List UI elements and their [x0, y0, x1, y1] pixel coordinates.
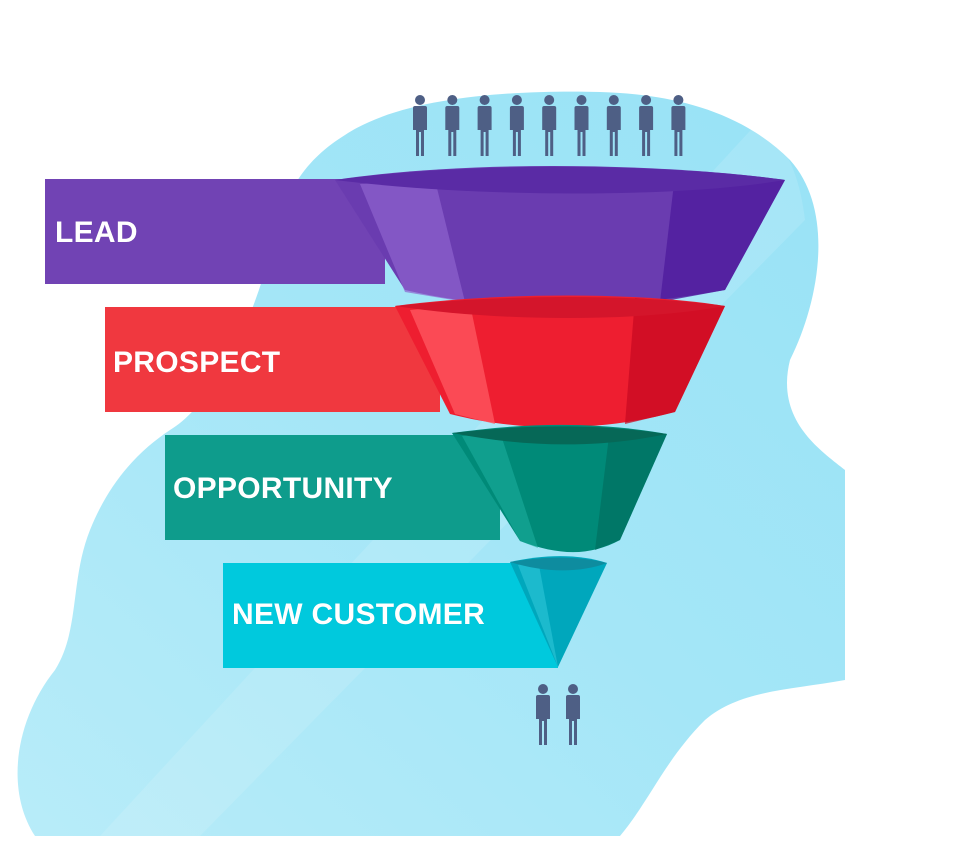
opportunity-band: [165, 435, 500, 540]
stage-label-lead: LEAD: [55, 216, 138, 249]
prospect-band: [105, 307, 440, 412]
lead-segment-highlight: [360, 180, 465, 302]
opportunity-segment-shade: [595, 428, 667, 550]
prospect-segment-shade: [625, 298, 725, 424]
lead-rim: [335, 166, 785, 194]
lead-segment-shade: [660, 175, 785, 302]
stage-label-prospect: PROSPECT: [113, 346, 281, 379]
prospect-rim: [395, 297, 725, 318]
customer-segment-highlight: [518, 560, 558, 667]
lead-band: [45, 179, 385, 284]
customer-rim: [510, 557, 607, 571]
stage-label-opportunity: OPPORTUNITY: [173, 472, 393, 505]
prospect-segment-highlight: [410, 304, 495, 424]
stage-label-customer: NEW CUSTOMER: [232, 598, 486, 631]
customer-band: [223, 563, 558, 668]
opportunity-segment-highlight: [462, 432, 538, 548]
opportunity-rim: [452, 426, 667, 445]
